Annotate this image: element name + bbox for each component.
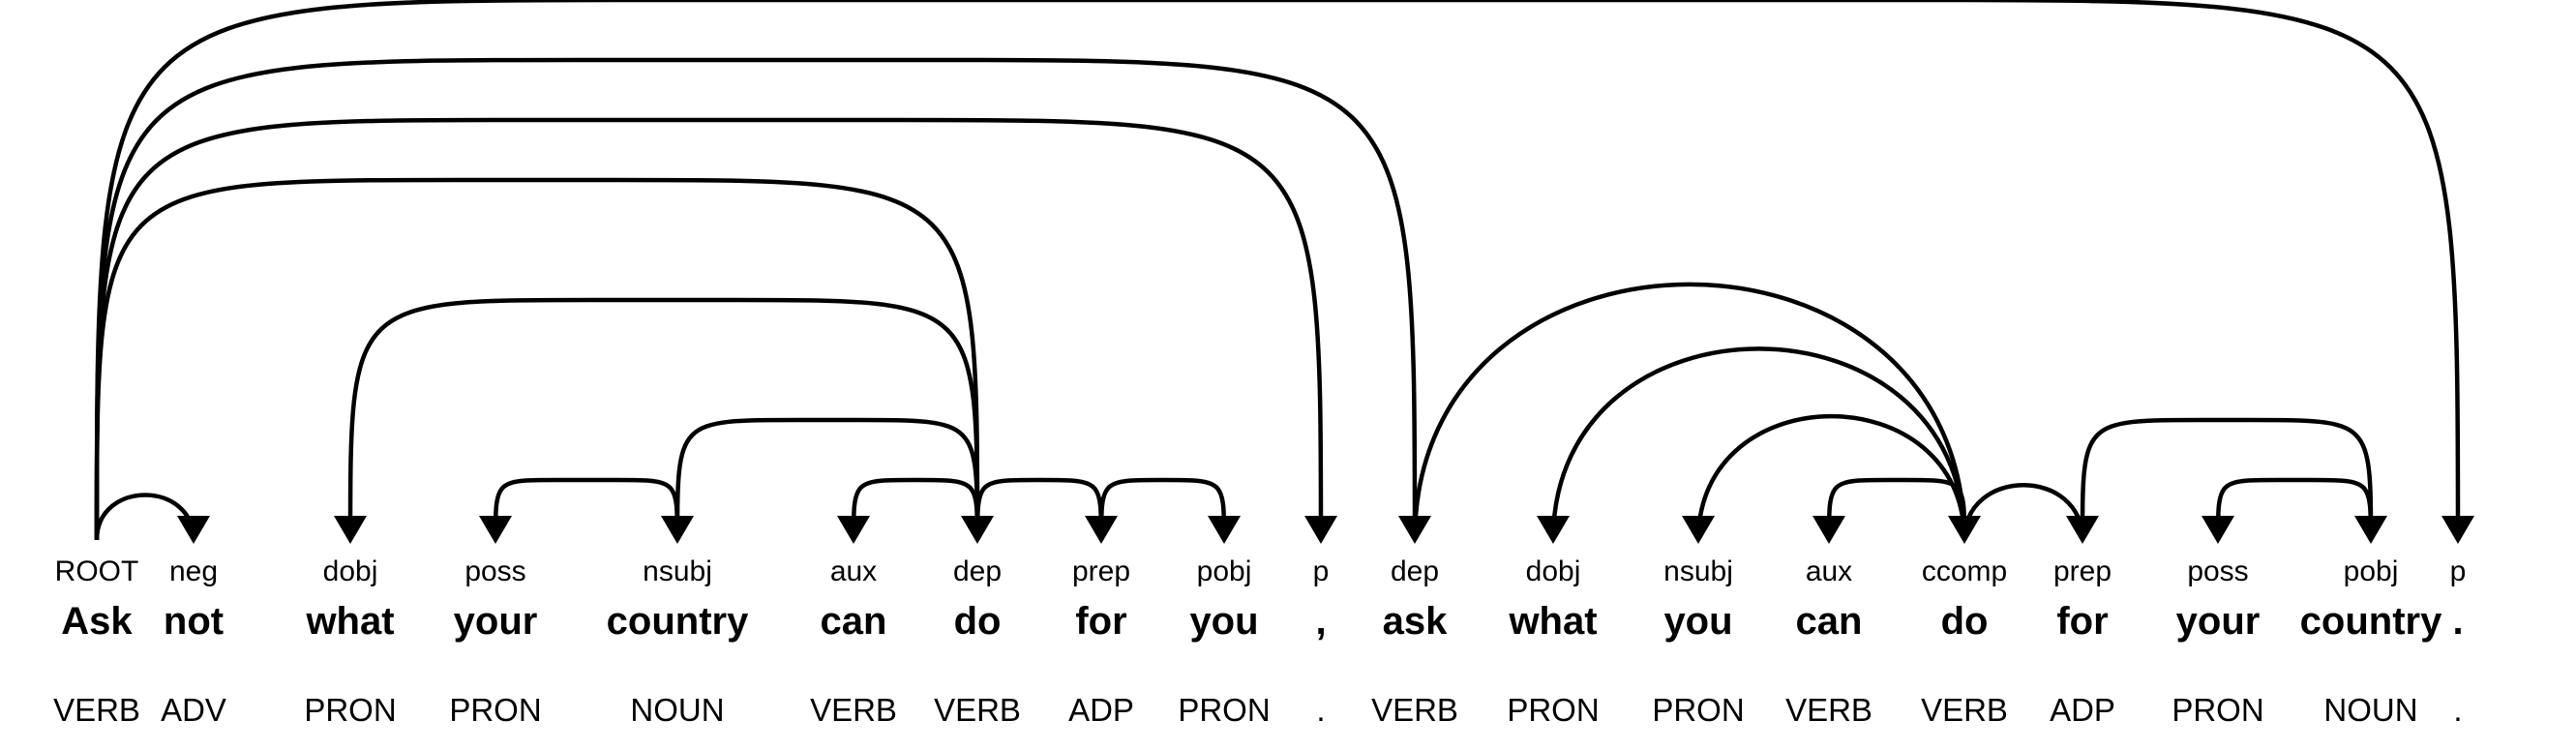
dependency-arc[interactable] [674, 417, 980, 541]
token-pos-tag: VERB [934, 692, 1021, 728]
dependency-arc[interactable] [94, 117, 1324, 541]
dep-label: dep [1391, 555, 1439, 587]
arc-arrowhead [1537, 516, 1570, 544]
dep-label: p [1313, 555, 1330, 587]
dependency-arc[interactable] [1695, 414, 1967, 541]
token-word[interactable]: , [1315, 600, 1326, 643]
arc-arrowhead [1304, 516, 1337, 544]
dependency-arc[interactable] [2080, 417, 2374, 541]
token-pos-tag: PRON [1652, 692, 1744, 728]
dep-label: p [2450, 555, 2467, 587]
dep-label-layer: ROOT neg dobj poss nsubj aux dep prep pobj p dep do… [55, 555, 2467, 587]
token-word[interactable]: what [305, 600, 394, 643]
token-word[interactable]: country [2300, 600, 2442, 643]
dep-label: pobj [1197, 555, 1252, 587]
arc-arrowhead [661, 516, 694, 544]
token-word[interactable]: for [2056, 600, 2108, 643]
token-word[interactable]: not [164, 600, 224, 643]
dep-label: prep [1072, 555, 1130, 587]
token-pos-tag: VERB [1921, 692, 2008, 728]
token-word[interactable]: your [454, 600, 538, 643]
dependency-arc[interactable] [974, 477, 1104, 541]
token-word[interactable]: Ask [61, 600, 133, 643]
token-word[interactable]: . [2452, 600, 2463, 643]
token-word[interactable]: what [1508, 600, 1597, 643]
dependency-arc[interactable] [1826, 477, 1967, 541]
dep-label: poss [464, 555, 525, 587]
dep-label: poss [2187, 555, 2248, 587]
token-word[interactable]: do [1941, 600, 1989, 643]
token-word[interactable]: ask [1383, 600, 1448, 643]
dependency-arc[interactable] [1098, 477, 1227, 541]
dep-label: nsubj [1663, 555, 1733, 587]
dep-label: dobj [323, 555, 378, 587]
dependency-arc[interactable] [94, 0, 2461, 541]
token-pos-tag: ADP [2050, 692, 2115, 728]
arc-arrowhead [2202, 516, 2234, 544]
dep-label: neg [169, 555, 218, 587]
dependency-arc[interactable] [94, 57, 1418, 541]
arc-arrowhead [2441, 516, 2474, 544]
arc-arrowhead [1812, 516, 1845, 544]
dependency-arc[interactable] [2215, 477, 2374, 541]
dep-label: nsubj [643, 555, 712, 587]
token-pos-tag: . [1316, 692, 1325, 728]
dep-label: aux [830, 555, 877, 587]
pos-layer: VERB ADV PRON PRON NOUN VERB VERB ADP PRON. VERB P… [53, 692, 2463, 728]
dep-label: dobj [1526, 555, 1581, 587]
token-word[interactable]: country [607, 600, 749, 643]
dep-label: ROOT [55, 555, 139, 587]
dependency-arc[interactable] [1962, 483, 2085, 541]
dep-label: ccomp [1922, 555, 2007, 587]
arc-layer [94, 0, 2474, 544]
token-word[interactable]: can [1796, 600, 1863, 643]
dep-label: aux [1806, 555, 1852, 587]
dependency-arc[interactable] [493, 477, 680, 541]
token-pos-tag: PRON [1178, 692, 1270, 728]
token-pos-tag: PRON [2172, 692, 2263, 728]
token-word[interactable]: your [2176, 600, 2261, 643]
dependency-arc[interactable] [347, 297, 980, 541]
token-word[interactable]: you [1663, 600, 1732, 643]
token-pos-tag: NOUN [630, 692, 724, 728]
token-pos-tag: VERB [53, 692, 140, 728]
arc-arrowhead [334, 516, 367, 544]
token-pos-tag: . [2453, 692, 2462, 728]
dep-label: dep [953, 555, 1002, 587]
dependency-arc[interactable] [851, 477, 980, 541]
arc-arrowhead [1208, 516, 1241, 544]
token-pos-tag: VERB [1371, 692, 1458, 728]
token-pos-tag: PRON [304, 692, 396, 728]
dependency-arc[interactable] [94, 177, 980, 541]
token-pos-tag: VERB [1785, 692, 1872, 728]
token-pos-tag: PRON [1507, 692, 1599, 728]
token-pos-tag: NOUN [2323, 692, 2417, 728]
token-pos-tag: VERB [810, 692, 897, 728]
dep-label: prep [2053, 555, 2112, 587]
arc-arrowhead [2354, 516, 2387, 544]
arc-arrowhead [837, 516, 870, 544]
arc-arrowhead [1682, 516, 1715, 544]
token-word[interactable]: can [821, 600, 887, 643]
dependency-arc[interactable] [1550, 346, 1967, 541]
token-pos-tag: PRON [449, 692, 541, 728]
dep-label: pobj [2344, 555, 2399, 587]
token-pos-tag: ADV [161, 692, 226, 728]
arc-arrowhead [479, 516, 512, 544]
token-word[interactable]: for [1075, 600, 1126, 643]
arc-arrowhead [177, 516, 210, 544]
dependency-arc[interactable] [1412, 282, 1967, 541]
token-word[interactable]: you [1189, 600, 1258, 643]
token-pos-tag: ADP [1068, 692, 1134, 728]
token-word[interactable]: do [954, 600, 1002, 643]
